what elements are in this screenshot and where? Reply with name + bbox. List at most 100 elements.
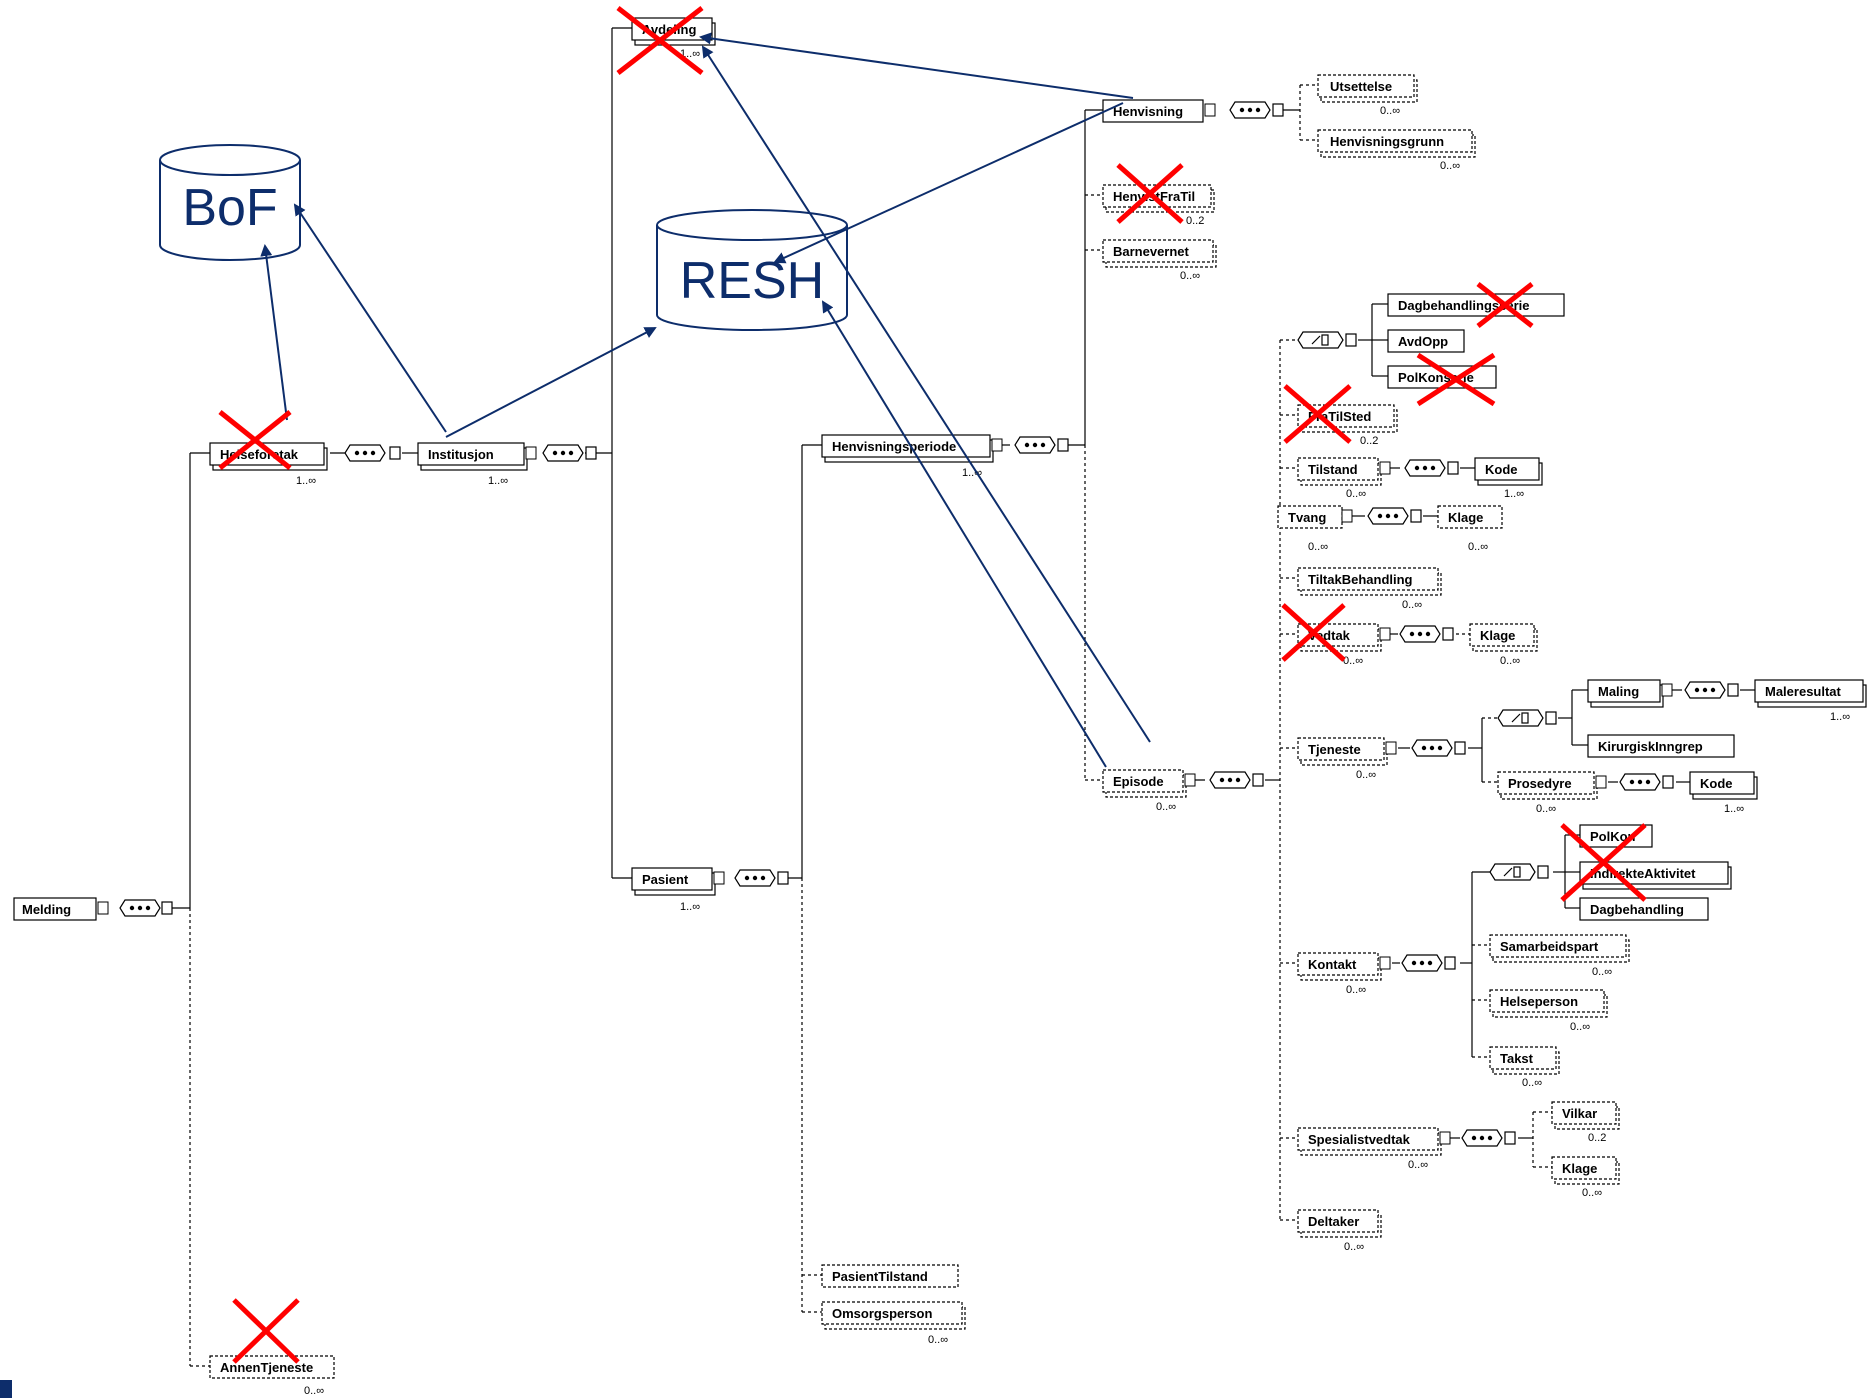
element-tilstand[interactable]: Tilstand 0..∞ <box>1297 457 1391 500</box>
cardinality-takst: 0..∞ <box>1522 1077 1542 1089</box>
element-avd-opp[interactable]: AvdOpp <box>1387 329 1465 353</box>
arrow-henvisning-to-resh <box>773 102 1124 264</box>
cardinality-vedtak-klage: 0..∞ <box>1500 655 1520 667</box>
element-label-spesialistvedtak: Spesialistvedtak <box>1308 1132 1411 1147</box>
element-label-prosedyre: Prosedyre <box>1508 776 1572 791</box>
element-henvisning[interactable]: Henvisning <box>1102 99 1216 123</box>
element-dagbehandling[interactable]: Dagbehandling <box>1579 897 1709 921</box>
element-label-maling: Maling <box>1598 684 1639 699</box>
element-label-kontakt: Kontakt <box>1308 957 1357 972</box>
sequence-compositor <box>1209 771 1264 789</box>
element-label-tjeneste: Tjeneste <box>1308 742 1361 757</box>
cross-annen-tjeneste <box>232 1298 300 1364</box>
element-tjeneste[interactable]: Tjeneste 0..∞ <box>1297 737 1397 781</box>
element-episode[interactable]: Episode 0..∞ <box>1102 769 1196 813</box>
element-samarbeidspart[interactable]: Samarbeidspart 0..∞ <box>1489 934 1630 978</box>
cardinality-spesialistvedtak: 0..∞ <box>1408 1159 1428 1171</box>
sequence-compositor <box>1619 773 1674 791</box>
element-label-pasient: Pasient <box>642 872 689 887</box>
element-pasient-tilstand[interactable]: PasientTilstand <box>821 1264 959 1288</box>
cross-helseforetak <box>218 410 292 470</box>
element-label-vilkar: Vilkar <box>1562 1106 1597 1121</box>
cardinality-vedtak: 0..∞ <box>1343 655 1363 667</box>
element-label-annen-tjeneste: AnnenTjeneste <box>220 1360 313 1375</box>
element-vedtak-klage[interactable]: Klage 0..∞ <box>1469 623 1538 667</box>
element-label-indirekte-aktivitet: IndirekteAktivitet <box>1590 866 1696 881</box>
element-institusjon[interactable]: Institusjon 1..∞ <box>417 442 537 487</box>
choice-compositor <box>1489 863 1549 881</box>
element-prosedyre[interactable]: Prosedyre 0..∞ <box>1497 771 1607 815</box>
element-helseperson[interactable]: Helseperson 0..∞ <box>1489 989 1608 1033</box>
element-label-prosedyre-kode: Kode <box>1700 776 1733 791</box>
sequence-compositor <box>1399 625 1454 643</box>
cardinality-tjeneste: 0..∞ <box>1356 769 1376 781</box>
element-maling[interactable]: Maling <box>1587 679 1673 708</box>
cardinality-annen-tjeneste: 0..∞ <box>304 1385 324 1397</box>
element-vilkar[interactable]: Vilkar 0..2 <box>1551 1101 1620 1144</box>
cardinality-tvang-klage: 0..∞ <box>1468 541 1488 553</box>
element-label-takst: Takst <box>1500 1051 1534 1066</box>
element-label-tilstand: Tilstand <box>1308 462 1358 477</box>
choice-compositors <box>1297 331 1557 881</box>
element-label-barnevernet: Barnevernet <box>1113 244 1190 259</box>
element-deltaker[interactable]: Deltaker 0..∞ <box>1297 1209 1382 1253</box>
element-indirekte-aktivitet[interactable]: IndirekteAktivitet <box>1579 861 1732 890</box>
element-annen-tjeneste[interactable]: AnnenTjeneste 0..∞ <box>209 1355 335 1397</box>
element-maleresultat[interactable]: Maleresultat 1..∞ <box>1754 679 1867 723</box>
element-tvang-klage[interactable]: Klage 0..∞ <box>1437 505 1503 553</box>
tree-connectors <box>120 27 1755 1367</box>
element-label-avd-opp: AvdOpp <box>1398 334 1448 349</box>
cross-polkon-indirekte <box>1560 823 1647 902</box>
cardinality-prosedyre: 0..∞ <box>1536 803 1556 815</box>
element-label-polkon: PolKon <box>1590 829 1636 844</box>
choice-compositor <box>1497 709 1557 727</box>
sequence-compositor <box>1404 459 1459 477</box>
element-barnevernet[interactable]: Barnevernet 0..∞ <box>1102 239 1217 282</box>
element-vedtak[interactable]: Vedtak 0..∞ <box>1297 623 1391 667</box>
sequence-compositor <box>119 899 173 917</box>
cardinality-tilstand: 0..∞ <box>1346 488 1366 500</box>
cardinality-institusjon: 1..∞ <box>488 475 508 487</box>
sequence-compositor <box>344 444 401 462</box>
cardinality-tilstand-kode: 1..∞ <box>1504 488 1524 500</box>
cross-avdeling <box>616 6 704 75</box>
sequence-compositor <box>1461 1129 1516 1147</box>
cross-henvist-fra-til <box>1116 163 1184 224</box>
element-utsettelse[interactable]: Utsettelse 0..∞ <box>1317 74 1418 117</box>
element-tvang[interactable]: Tvang 0..∞ <box>1277 505 1353 553</box>
element-label-tiltak-behandling: TiltakBehandling <box>1308 572 1413 587</box>
element-kontakt[interactable]: Kontakt 0..∞ <box>1297 952 1391 996</box>
cardinality-episode: 0..∞ <box>1156 801 1176 813</box>
element-tiltak-behandling[interactable]: TiltakBehandling 0..∞ <box>1297 567 1442 611</box>
element-label-utsettelse: Utsettelse <box>1330 79 1392 94</box>
arrow-episode-to-resh <box>821 300 1107 768</box>
element-label-helseperson: Helseperson <box>1500 994 1578 1009</box>
element-label-omsorgsperson: Omsorgsperson <box>832 1306 932 1321</box>
element-henvisningsgrunn[interactable]: Henvisningsgrunn 0..∞ <box>1317 129 1476 172</box>
element-label-henvisningsgrunn: Henvisningsgrunn <box>1330 134 1444 149</box>
element-henvisningsperiode[interactable]: Henvisningsperiode 1..∞ <box>821 434 1003 479</box>
element-pasient[interactable]: Pasient 1..∞ <box>631 867 725 913</box>
element-dagbehandlingsserie[interactable]: Dagbehandlingsserie <box>1387 293 1565 317</box>
element-melding[interactable]: Melding <box>13 897 109 921</box>
element-polkon[interactable]: PolKon <box>1579 824 1653 848</box>
element-takst[interactable]: Takst 0..∞ <box>1489 1046 1560 1089</box>
element-spes-klage[interactable]: Klage 0..∞ <box>1551 1156 1620 1199</box>
sequence-compositors <box>119 101 1739 1147</box>
slide-edge-marker <box>0 1380 12 1398</box>
element-label-maleresultat: Maleresultat <box>1765 684 1842 699</box>
element-prosedyre-kode[interactable]: Kode 1..∞ <box>1689 771 1758 815</box>
element-omsorgsperson[interactable]: Omsorgsperson 0..∞ <box>821 1301 966 1346</box>
element-label-pasient-tilstand: PasientTilstand <box>832 1269 928 1284</box>
cardinality-helseforetak: 1..∞ <box>296 475 316 487</box>
element-label-tvang-klage: Klage <box>1448 510 1483 525</box>
sequence-compositor <box>1401 954 1456 972</box>
element-label-tvang: Tvang <box>1288 510 1326 525</box>
element-spesialistvedtak[interactable]: Spesialistvedtak 0..∞ <box>1297 1127 1451 1171</box>
element-tilstand-kode[interactable]: Kode 1..∞ <box>1474 457 1543 500</box>
cross-pol-konserie <box>1416 352 1496 407</box>
element-label-spes-klage: Klage <box>1562 1161 1597 1176</box>
cardinality-fra-til-sted: 0..2 <box>1360 435 1378 447</box>
element-kirurgisk-inngrep[interactable]: KirurgiskInngrep <box>1587 734 1735 758</box>
